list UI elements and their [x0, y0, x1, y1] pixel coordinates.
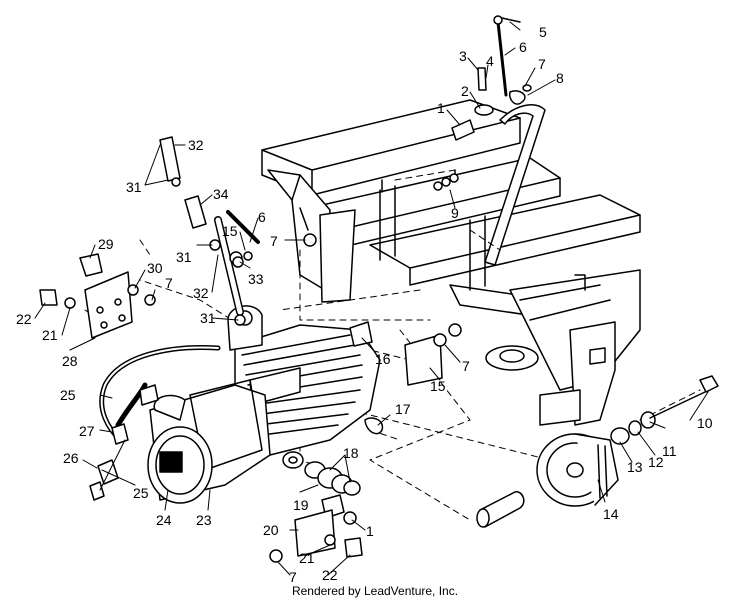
label-part-7-top: 7: [538, 56, 546, 72]
small-hardware: [39, 15, 532, 563]
label-part-31-top: 31: [126, 179, 142, 195]
label-part-29: 29: [98, 236, 114, 252]
label-part-6-top: 6: [519, 39, 527, 55]
label-part-21-top: 21: [42, 327, 58, 343]
label-leaders: [34, 21, 709, 576]
label-part-34: 34: [213, 186, 229, 202]
label-part-7-mid: 7: [270, 233, 278, 249]
label-part-22-bottom: 22: [322, 567, 338, 583]
label-part-7-bracket: 7: [165, 275, 173, 291]
engine-assembly: [147, 305, 381, 504]
drive-clutch: [536, 433, 619, 507]
label-part-12: 12: [648, 454, 664, 470]
label-part-22-top: 22: [16, 311, 32, 327]
label-part-30: 30: [147, 260, 163, 276]
label-part-2: 2: [461, 83, 469, 99]
label-part-9: 9: [451, 205, 459, 221]
label-part-26: 26: [63, 450, 79, 466]
label-part-14: 14: [603, 506, 619, 522]
label-part-4: 4: [486, 53, 494, 69]
label-part-13: 13: [627, 459, 643, 475]
label-part-25-bottom: 25: [133, 485, 149, 501]
label-part-25-left: 25: [60, 387, 76, 403]
label-part-17: 17: [395, 401, 411, 417]
label-part-7-bottom: 7: [289, 569, 297, 585]
label-part-18: 18: [343, 445, 359, 461]
label-part-1-throttle: 1: [437, 100, 445, 116]
label-part-28: 28: [62, 353, 78, 369]
label-part-6-mid: 6: [258, 209, 266, 225]
label-part-15-left: 15: [222, 223, 238, 239]
label-part-10: 10: [697, 415, 713, 431]
label-part-20: 20: [263, 522, 279, 538]
label-part-21-bottom: 21: [299, 550, 315, 566]
clutch-spacer-stack: [610, 375, 719, 445]
label-part-23: 23: [196, 512, 212, 528]
label-part-8: 8: [556, 70, 564, 86]
label-part-32-bottom: 32: [193, 285, 209, 301]
label-part-31-mid: 31: [176, 249, 192, 265]
label-part-19: 19: [293, 497, 309, 513]
label-part-3: 3: [459, 48, 467, 64]
label-part-11: 11: [662, 443, 677, 459]
label-part-33: 33: [248, 271, 264, 287]
label-part-16: 16: [375, 351, 391, 367]
label-part-7-frame: 7: [462, 358, 470, 374]
label-part-24: 24: [156, 512, 172, 528]
label-part-1-bottom: 1: [366, 523, 374, 539]
part-number-labels: 1 2 3 4 5 6 7 8 9 32 31 34 6 15 7 31 33 …: [16, 24, 713, 585]
clutch-tool-cylinder: [476, 491, 525, 528]
assembly-leader-lines: [84, 169, 701, 521]
label-part-32-top: 32: [188, 137, 204, 153]
label-part-27: 27: [79, 423, 95, 439]
label-part-31-bottom: 31: [200, 310, 216, 326]
render-credit: Rendered by LeadVenture, Inc.: [291, 584, 459, 598]
label-part-5: 5: [539, 24, 547, 40]
label-part-15-right: 15: [430, 378, 446, 394]
